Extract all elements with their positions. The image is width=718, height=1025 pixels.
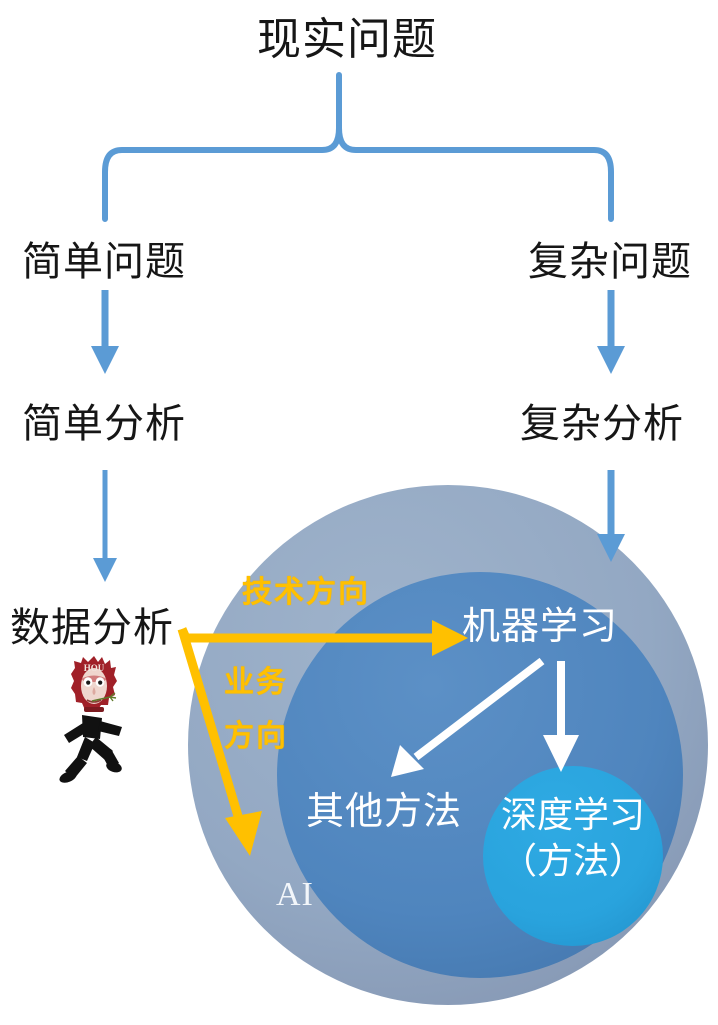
node-complex-problem: 复杂问题: [528, 240, 692, 284]
node-simple-analysis: 简单分析: [22, 402, 186, 446]
label-machine-learning: 机器学习: [462, 606, 619, 648]
annotation-tech-direction: 技术方向: [242, 576, 370, 609]
node-simple-problem: 简单问题: [22, 240, 186, 284]
venn-circles: [188, 485, 708, 1005]
arrow-complex-problem-to-complex-analysis: [597, 290, 625, 374]
node-real-problem: 现实问题: [257, 15, 437, 64]
yellow-arrows: [177, 620, 468, 856]
node-complex-analysis: 复杂分析: [520, 402, 684, 446]
blue-arrows: [91, 290, 625, 582]
arrow-complex-analysis-to-circles: [597, 470, 625, 562]
mascot-hou-text: HOU: [84, 663, 105, 673]
mascot-running-figure: HOU: [56, 655, 134, 785]
label-ai: AI: [276, 876, 314, 913]
mascot-running-body-icon: [59, 715, 122, 783]
arrow-simple-problem-to-simple-analysis: [91, 290, 119, 374]
arrow-ml-to-deep-learning: [543, 661, 579, 772]
label-other-methods: 其他方法: [306, 791, 463, 833]
arrow-business-direction: [177, 627, 262, 856]
annotation-business-direction-line2: 方向: [224, 720, 288, 753]
arrow-simple-analysis-to-data-analysis: [93, 470, 117, 582]
annotation-business-direction-line1: 业务: [224, 666, 288, 699]
arrow-ml-to-other-methods: [391, 657, 545, 777]
brace-connector: [102, 72, 614, 222]
label-deep-learning-line1: 深度学习: [500, 794, 645, 835]
white-arrows: [391, 657, 579, 777]
node-data-analysis: 数据分析: [10, 606, 174, 650]
mascot-monkey-head-icon: HOU: [71, 656, 117, 712]
label-deep-learning-line2: （方法）: [500, 840, 645, 881]
inner-circle-deep-learning: [483, 766, 663, 946]
